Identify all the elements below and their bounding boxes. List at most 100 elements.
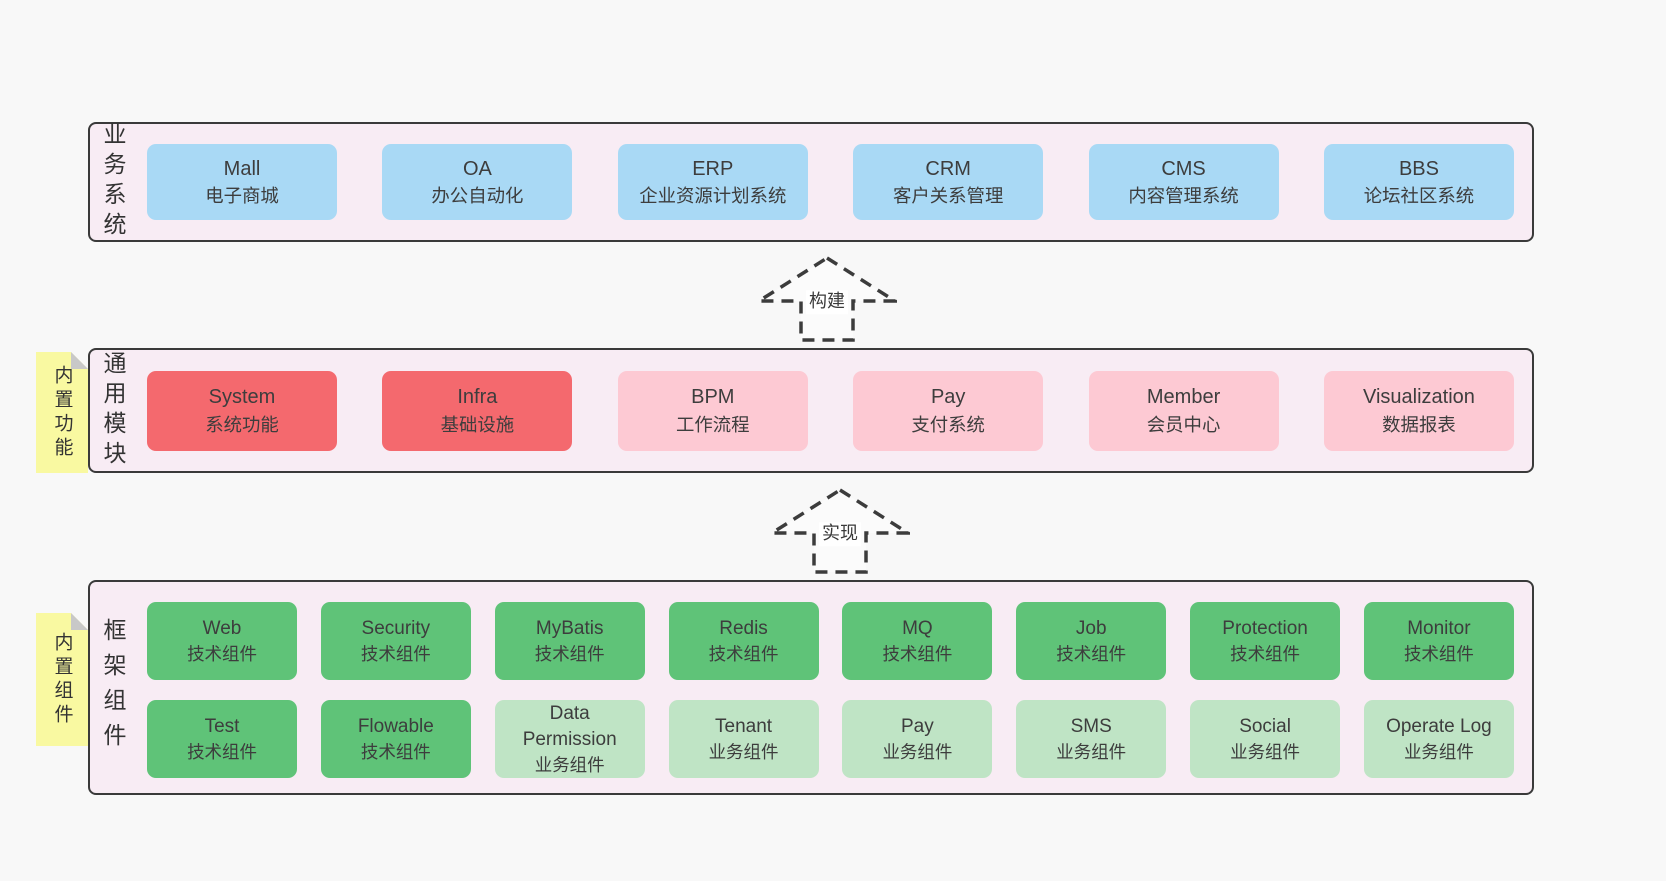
box-title: BPM	[691, 386, 735, 409]
box-pay-component: Pay 业务组件	[842, 700, 993, 778]
box-erp: ERP 企业资源计划系统	[617, 144, 808, 220]
box-title: Data Permission	[522, 702, 617, 750]
box-pay-module: Pay 支付系统	[853, 370, 1044, 451]
arrow-implement: 实现	[770, 488, 910, 574]
box-title: ERP	[692, 157, 734, 180]
box-member: Member 会员中心	[1088, 370, 1279, 451]
arrow-implement-label: 实现	[819, 522, 861, 546]
box-oa: OA 办公自动化	[382, 144, 573, 220]
box-mq: MQ 技术组件	[842, 602, 993, 680]
box-tenant: Tenant 业务组件	[668, 700, 819, 778]
box-bpm: BPM 工作流程	[617, 370, 808, 451]
box-flowable: Flowable 技术组件	[320, 700, 471, 778]
box-mall: Mall 电子商城	[147, 144, 337, 220]
box-subtitle: 技术组件	[882, 644, 953, 665]
sticky-note-built-in-components: 内置组件	[36, 613, 88, 746]
box-operate-log: Operate Log 业务组件	[1363, 700, 1514, 778]
box-subtitle: 支付系统	[911, 413, 985, 435]
box-infra: Infra 基础设施	[382, 370, 573, 451]
box-title: Member	[1146, 386, 1221, 409]
box-subtitle: 业务组件	[708, 742, 779, 763]
box-subtitle: 客户关系管理	[892, 185, 1004, 207]
panel-common-modules: 通用模块 System 系统功能 Infra 基础设施 BPM 工作流程 Pay…	[88, 348, 1534, 473]
box-title: Visualization	[1362, 386, 1475, 409]
arrow-build: 构建	[757, 256, 897, 342]
box-crm: CRM 客户关系管理	[853, 144, 1044, 220]
box-title: Pay	[901, 715, 934, 737]
box-subtitle: 业务组件	[1056, 742, 1127, 763]
box-subtitle: 业务组件	[1230, 742, 1300, 763]
box-subtitle: 技术组件	[187, 742, 257, 763]
box-title: Tenant	[715, 715, 773, 737]
folded-corner-icon	[71, 352, 88, 369]
box-title: Pay	[930, 386, 966, 409]
box-title: Infra	[457, 386, 498, 409]
box-protection: Protection 技术组件	[1190, 602, 1341, 680]
box-subtitle: 电子商城	[205, 185, 279, 207]
box-title: Test	[204, 715, 240, 737]
box-subtitle: 技术组件	[1230, 644, 1300, 665]
panel-business-label: 业务系统	[100, 122, 126, 242]
box-subtitle: 会员中心	[1146, 413, 1221, 435]
box-title: OA	[462, 157, 492, 180]
business-box-row: Mall 电子商城 OA 办公自动化 ERP 企业资源计划系统 CRM 客户关系…	[147, 124, 1514, 240]
box-bbs: BBS 论坛社区系统	[1323, 144, 1514, 220]
box-title: Mall	[223, 157, 261, 180]
box-title: CRM	[925, 157, 971, 180]
box-subtitle: 基础设施	[440, 413, 515, 435]
box-title: Flowable	[357, 715, 434, 737]
box-system: System 系统功能	[147, 370, 337, 451]
box-sms: SMS 业务组件	[1016, 700, 1167, 778]
folded-corner-icon	[71, 613, 88, 630]
box-subtitle: 业务组件	[534, 755, 605, 776]
box-subtitle: 技术组件	[187, 644, 257, 665]
panel-framework-components: 框架组件 Web 技术组件 Security 技术组件 MyBatis 技术组件…	[88, 580, 1534, 795]
box-web: Web 技术组件	[147, 602, 297, 680]
box-title: Social	[1239, 715, 1291, 737]
box-test: Test 技术组件	[147, 700, 297, 778]
box-title: Job	[1075, 617, 1107, 639]
box-title: Redis	[719, 617, 768, 639]
box-security: Security 技术组件	[320, 602, 471, 680]
box-subtitle: 技术组件	[360, 644, 431, 665]
box-title: MyBatis	[535, 617, 604, 639]
box-title: Protection	[1222, 617, 1308, 639]
box-subtitle: 技术组件	[1403, 644, 1474, 665]
box-title: CMS	[1161, 157, 1206, 180]
box-job: Job 技术组件	[1016, 602, 1167, 680]
box-subtitle: 技术组件	[708, 644, 779, 665]
box-title: Security	[361, 617, 431, 639]
box-title: Web	[202, 617, 242, 639]
box-subtitle: 办公自动化	[431, 185, 524, 207]
box-monitor: Monitor 技术组件	[1363, 602, 1514, 680]
box-title: System	[208, 386, 276, 409]
box-subtitle: 业务组件	[1403, 742, 1474, 763]
box-subtitle: 技术组件	[360, 742, 431, 763]
box-subtitle: 系统功能	[205, 413, 279, 435]
box-data-permission: Data Permission 业务组件	[494, 700, 645, 778]
note-text: 内置组件	[51, 631, 73, 728]
components-box-row-1: Web 技术组件 Security 技术组件 MyBatis 技术组件 Redi…	[147, 602, 1514, 680]
box-visualization: Visualization 数据报表	[1323, 370, 1514, 451]
box-subtitle: 技术组件	[1056, 644, 1127, 665]
panel-business-systems: 业务系统 Mall 电子商城 OA 办公自动化 ERP 企业资源计划系统 CRM…	[88, 122, 1534, 242]
box-title: MQ	[902, 617, 933, 639]
box-subtitle: 工作流程	[675, 413, 750, 435]
box-social: Social 业务组件	[1190, 700, 1341, 778]
note-text: 内置功能	[51, 364, 73, 461]
box-title: Operate Log	[1386, 715, 1492, 737]
box-subtitle: 企业资源计划系统	[639, 185, 787, 207]
components-box-row-2: Test 技术组件 Flowable 技术组件 Data Permission …	[147, 700, 1514, 778]
sticky-note-built-in-features: 内置功能	[36, 352, 88, 473]
box-title: BBS	[1398, 157, 1439, 180]
box-cms: CMS 内容管理系统	[1088, 144, 1279, 220]
panel-modules-label: 通用模块	[100, 350, 126, 471]
panel-components-label: 框架组件	[100, 617, 126, 758]
box-redis: Redis 技术组件	[668, 602, 819, 680]
box-subtitle: 数据报表	[1382, 413, 1456, 435]
box-subtitle: 论坛社区系统	[1363, 185, 1475, 207]
box-subtitle: 业务组件	[882, 742, 953, 763]
box-mybatis: MyBatis 技术组件	[494, 602, 645, 680]
modules-box-row: System 系统功能 Infra 基础设施 BPM 工作流程 Pay 支付系统…	[147, 350, 1514, 471]
box-title: SMS	[1070, 715, 1112, 737]
